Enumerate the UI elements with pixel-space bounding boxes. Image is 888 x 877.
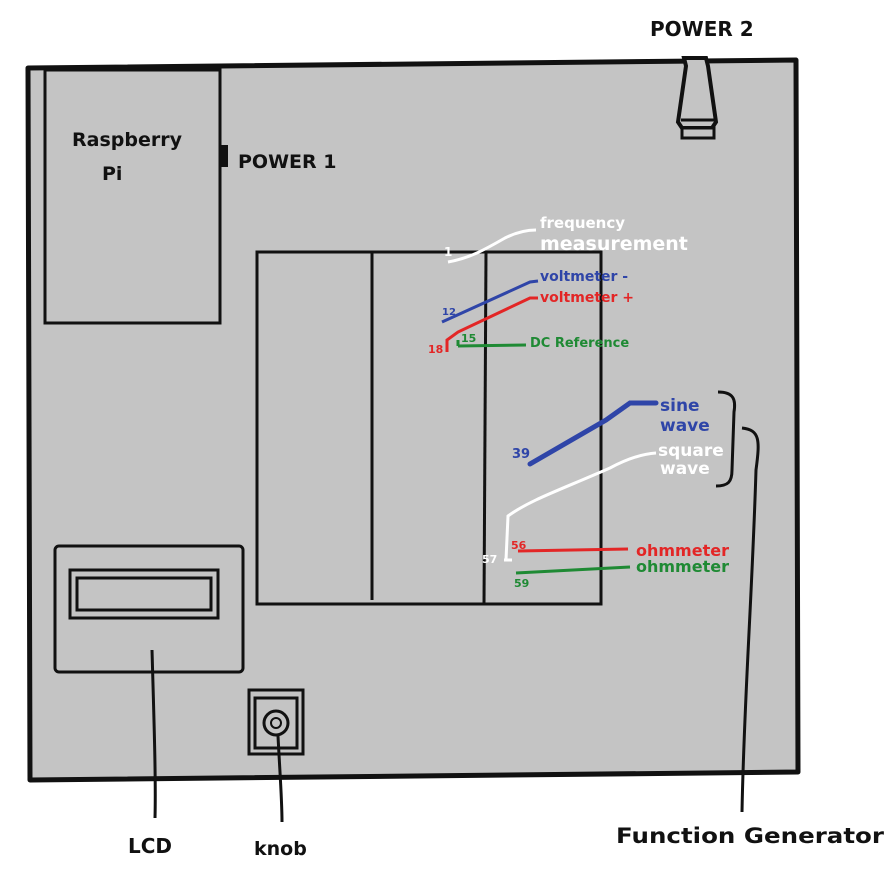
pin-1-label: 1 [444, 245, 452, 259]
dc-reference-wire: 15 DC Reference [456, 332, 629, 351]
frequency-label: frequency [540, 214, 625, 232]
square-wave-label: wave [660, 459, 710, 479]
square-wave-wire: 57 square wave [482, 441, 724, 566]
pin-59-label: 59 [514, 577, 529, 590]
ohmmeter-red-label: ohmmeter [636, 541, 729, 560]
pin-56-label: 56 [511, 539, 527, 552]
function-generator-leader-line [740, 426, 760, 813]
power1-label: POWER 1 [238, 151, 336, 173]
sine-wave-label: wave [660, 416, 710, 436]
raspberry-pi-label-line1: Raspberry [72, 129, 183, 151]
square-label: square [658, 441, 724, 461]
function-generator-label: Function Generator [616, 824, 885, 848]
power1-port [221, 145, 228, 167]
ohmmeter-green-wire: 59 ohmmeter [514, 557, 729, 590]
lcd-leader-line [150, 649, 157, 819]
raspberry-pi-label-line2: Pi [102, 163, 122, 185]
voltmeter-plus-wire: 18 voltmeter + [428, 290, 634, 356]
pin-57-label: 57 [482, 553, 497, 566]
knob-module [247, 688, 305, 756]
voltmeter-plus-label: voltmeter + [540, 290, 634, 306]
raspberry-pi-module [43, 68, 222, 325]
pin-18-label: 18 [428, 343, 443, 356]
lcd-label: LCD [128, 834, 172, 858]
sine-label: sine [660, 396, 700, 416]
frequency-measurement-wire: 1 frequency measurement [444, 214, 688, 264]
center-panel [255, 250, 603, 606]
dc-reference-label: DC Reference [530, 336, 629, 351]
power2-connector [675, 56, 719, 140]
sine-wave-wire: 39 sine wave [512, 396, 710, 467]
lcd-module [53, 544, 245, 674]
power2-label: POWER 2 [650, 17, 754, 41]
knob-label: knob [254, 838, 307, 860]
ohmmeter-green-label: ohmmeter [636, 557, 729, 576]
voltmeter-minus-wire: 12 voltmeter - [441, 269, 628, 324]
pin-12-label: 12 [442, 307, 456, 318]
measurement-label: measurement [540, 233, 688, 255]
pin-39-label: 39 [512, 447, 530, 462]
knob-leader-line [276, 735, 284, 823]
ohmmeter-red-wire: 56 ohmmeter [511, 539, 729, 560]
voltmeter-minus-label: voltmeter - [540, 269, 628, 285]
pin-15-label: 15 [461, 332, 476, 345]
function-generator-bracket [715, 390, 737, 488]
